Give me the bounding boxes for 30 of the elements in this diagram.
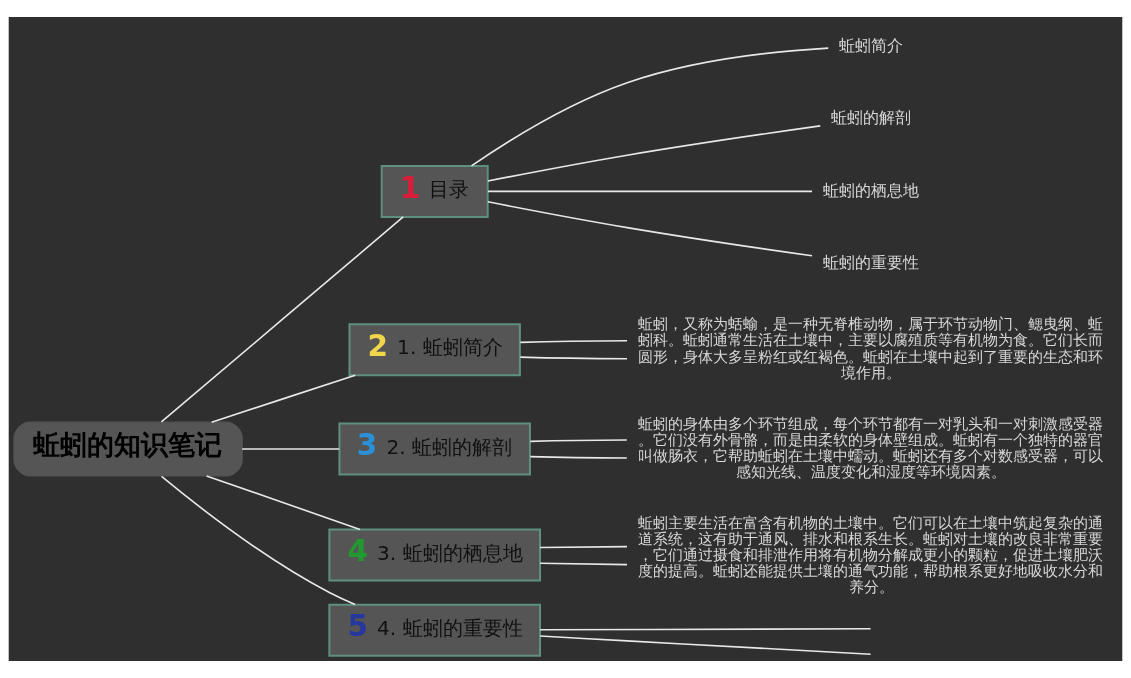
connector — [487, 125, 822, 182]
connector — [487, 190, 813, 193]
connector — [241, 448, 340, 450]
node-text: 蚯蚓的栖息地 — [823, 180, 920, 200]
connector — [487, 201, 813, 257]
connector — [539, 635, 872, 656]
connector — [210, 374, 357, 423]
node-box: 3 2. 蚯蚓的解剖 — [338, 422, 531, 476]
connector — [160, 216, 404, 423]
connector — [519, 339, 628, 344]
node-text: 蚯蚓主要生活在富含有机物的土壤中。它们可以在土壤中筑起复杂的通道系统，这有助于通风、排水和根系生长。蚯蚓对土壤的改良非常重要，它们通过摄食和排泄作用将有机物分解成更小的颗粒，促进土壤肥沃度的提高。蚯蚓还能提供土壤的通气功能，帮助根系更好地吸收水分和养分。 — [637, 513, 1103, 596]
node-text: 蚯蚓，又称为蛞蝓，是一种无脊椎动物，属于环节动物门、鳃曳纲、蚯蚓科。蚯蚓通常生活在土壤中，主要以腐殖质等有机物为食。它们长而圆形，身体大多呈粉红或红褐色。蚯蚓在土壤中起到了重要的生态和环境作用。 — [637, 315, 1103, 381]
connector — [539, 628, 872, 631]
connector — [470, 47, 830, 167]
connector — [539, 545, 628, 549]
node-box: 1 目录 — [380, 164, 489, 218]
node-text: 蚯蚓的解剖 — [831, 108, 912, 128]
node-text: 蚯蚓的重要性 — [823, 253, 920, 273]
node-box: 5 4. 蚯蚓的重要性 — [328, 603, 541, 657]
node-box: 蚯蚓的知识笔记 — [13, 421, 243, 477]
node-box: 4 3. 蚯蚓的栖息地 — [328, 528, 541, 582]
connector — [529, 455, 628, 459]
connector — [529, 439, 628, 443]
connector — [539, 562, 628, 566]
node-text: 蚯蚓简介 — [839, 35, 904, 55]
node-text: 蚯蚓的身体由多个环节组成，每个环节都有一对乳头和一对刺激感受器。它们没有外骨骼，而是由柔软的身体壁组成。蚯蚓有一个独特的器官叫做肠衣，它帮助蚯蚓在土壤中蠕动。蚯蚓还有多个对数感受器，可以感知光线、温度变化和湿度等环境因素。 — [637, 414, 1103, 480]
node-box: 2 1. 蚯蚓简介 — [348, 323, 521, 377]
connector — [519, 356, 628, 360]
connector — [160, 475, 356, 606]
connector — [205, 475, 361, 531]
